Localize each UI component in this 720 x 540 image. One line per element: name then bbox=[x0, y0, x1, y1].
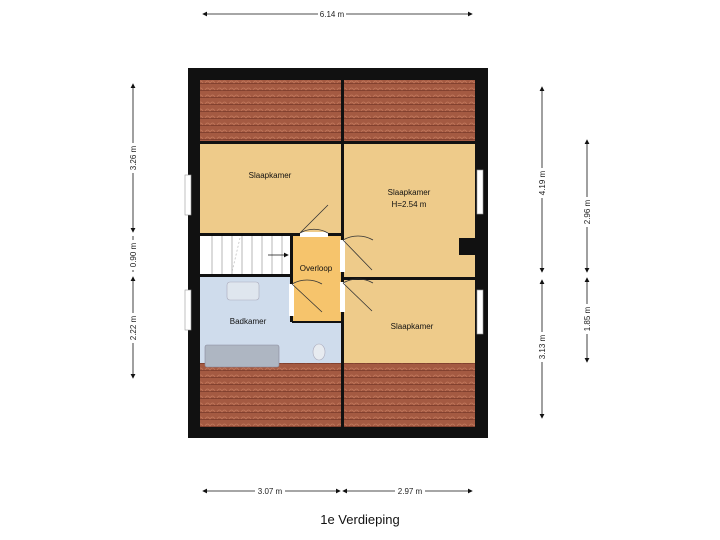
svg-text:3.13 m: 3.13 m bbox=[538, 334, 547, 359]
wall-horizontal-right bbox=[344, 277, 475, 280]
svg-text:4.19 m: 4.19 m bbox=[538, 170, 547, 195]
chimney bbox=[459, 238, 475, 255]
svg-text:1.85 m: 1.85 m bbox=[583, 306, 592, 331]
landing-area bbox=[292, 236, 341, 322]
room-label-bathroom: Badkamer bbox=[230, 317, 267, 326]
svg-text:3.26 m: 3.26 m bbox=[129, 145, 138, 170]
dimension-top: 6.14 m bbox=[202, 8, 473, 20]
bathroom-fixtures bbox=[204, 281, 326, 368]
dimension-right-inner-top: 4.19 m bbox=[536, 86, 548, 273]
roof-bottom-left bbox=[200, 363, 341, 427]
bedroom-top-left-area bbox=[200, 144, 341, 235]
svg-text:2.22 m: 2.22 m bbox=[129, 315, 138, 340]
room-label-bedroom-bottom-right: Slaapkamer bbox=[391, 322, 434, 331]
wall-horizontal-bath bbox=[200, 274, 292, 277]
svg-text:2.96 m: 2.96 m bbox=[583, 199, 592, 224]
svg-text:0.90 m: 0.90 m bbox=[129, 242, 138, 267]
dimension-right-inner-bottom: 3.13 m bbox=[536, 279, 548, 419]
room-label-landing: Overloop bbox=[300, 264, 333, 273]
dimension-left-top: 3.26 m bbox=[127, 83, 139, 233]
dimension-left-bottom: 2.22 m bbox=[127, 276, 139, 379]
dimension-left-middle: 0.90 m bbox=[127, 236, 139, 272]
floor-title: 1e Verdieping bbox=[320, 512, 400, 527]
roof-top-right bbox=[344, 80, 475, 144]
wall-horizontal-stairs bbox=[200, 233, 341, 236]
doors bbox=[289, 204, 374, 316]
svg-text:6.14 m: 6.14 m bbox=[320, 10, 345, 19]
dimension-right-outer-top: 2.96 m bbox=[581, 139, 593, 273]
bedroom-top-right-area bbox=[344, 144, 475, 277]
roof-bottom-right bbox=[344, 363, 475, 427]
wall-horizontal-top bbox=[200, 141, 475, 144]
staircase bbox=[211, 236, 289, 274]
room-height-bedroom-top-right: H=2.54 m bbox=[392, 200, 427, 209]
svg-text:2.97 m: 2.97 m bbox=[398, 487, 423, 496]
svg-text:3.07 m: 3.07 m bbox=[258, 487, 283, 496]
room-label-bedroom-top-right: Slaapkamer bbox=[388, 188, 431, 197]
dimension-right-outer-bottom: 1.85 m bbox=[581, 277, 593, 363]
dimension-bottom-left: 3.07 m bbox=[202, 485, 341, 497]
roof-top-left bbox=[200, 80, 341, 144]
room-label-bedroom-top-left: Slaapkamer bbox=[249, 171, 292, 180]
wall-vertical-landing bbox=[290, 236, 293, 322]
bedroom-bottom-right-area bbox=[344, 280, 475, 363]
windows bbox=[184, 169, 484, 335]
wall-horizontal-landing bbox=[292, 321, 341, 323]
dimension-bottom-right: 2.97 m bbox=[342, 485, 473, 497]
